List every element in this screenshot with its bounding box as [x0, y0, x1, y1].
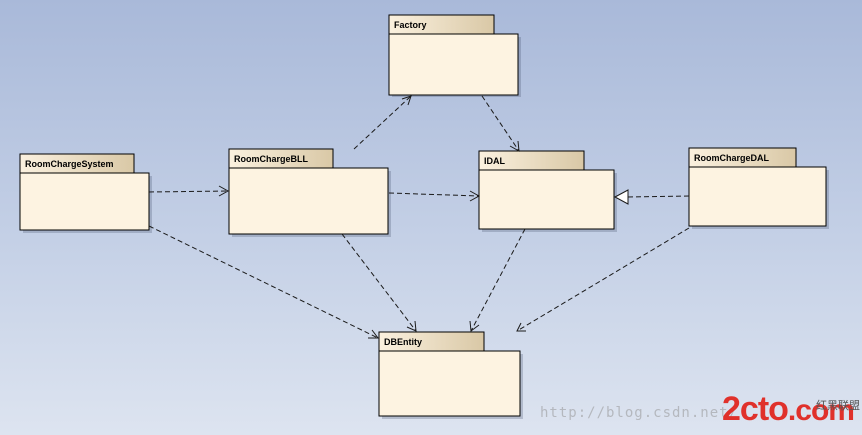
package-factory-label: Factory [394, 20, 427, 30]
dependency-bll-to-factory [353, 95, 412, 150]
watermark: http://blog.csdn.net/ 2cto.com 红黑联盟 [536, 390, 862, 435]
dependency-factory-to-idal [481, 95, 520, 152]
dependency-dal-to-dbentity [516, 227, 690, 332]
watermark-logo-suffix: .com [787, 394, 855, 427]
watermark-logo: 2cto.com [722, 390, 855, 429]
package-room-charge-system-label: RoomChargeSystem [25, 159, 114, 169]
package-factory[interactable]: Factory [388, 14, 521, 97]
watermark-site-name: 红黑联盟 [816, 400, 860, 412]
package-room-charge-bll[interactable]: RoomChargeBLL [228, 148, 391, 237]
package-idal[interactable]: IDAL [478, 150, 617, 232]
watermark-logo-text: 2cto [722, 390, 789, 428]
package-idal-label: IDAL [484, 156, 505, 166]
dependency-idal-to-dbentity [469, 228, 526, 332]
dependency-bll-to-dbentity [341, 233, 417, 332]
dependency-system-to-dbentity [148, 225, 379, 339]
package-room-charge-dal-label: RoomChargeDAL [694, 153, 770, 163]
package-room-charge-dal[interactable]: RoomChargeDAL [688, 147, 829, 229]
package-room-charge-bll-label: RoomChargeBLL [234, 154, 309, 164]
package-db-entity[interactable]: DBEntity [378, 331, 523, 419]
dependency-system-to-bll [148, 185, 230, 197]
dependency-bll-to-idal [388, 190, 481, 202]
package-db-entity-label: DBEntity [384, 337, 422, 347]
realization-dal-to-idal [613, 189, 690, 205]
watermark-url: http://blog.csdn.net/ [540, 405, 739, 421]
package-room-charge-system[interactable]: RoomChargeSystem [19, 153, 152, 233]
